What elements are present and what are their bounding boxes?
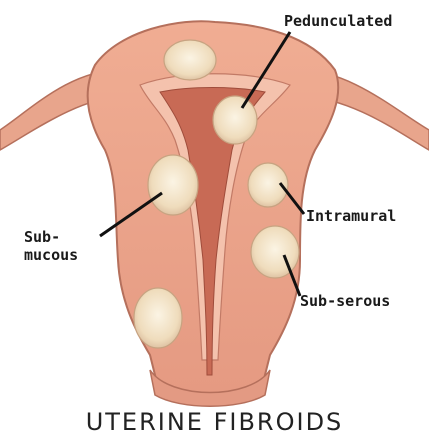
- fibroid-lower-left: [134, 288, 182, 348]
- label-subserous: Sub-serous: [300, 292, 390, 310]
- diagram-title: UTERINE FIBROIDS: [0, 408, 429, 436]
- label-submucous-line1: Sub-: [24, 228, 78, 246]
- label-pedunculated: Pedunculated: [284, 12, 392, 30]
- label-intramural: Intramural: [306, 207, 396, 225]
- fibroid-pedunculated: [213, 96, 257, 144]
- fibroid-submucous: [148, 155, 198, 215]
- label-submucous-line2: mucous: [24, 246, 78, 264]
- label-submucous: Sub- mucous: [24, 228, 78, 264]
- fibroid-subserous: [251, 226, 299, 278]
- fibroid-top: [164, 40, 216, 80]
